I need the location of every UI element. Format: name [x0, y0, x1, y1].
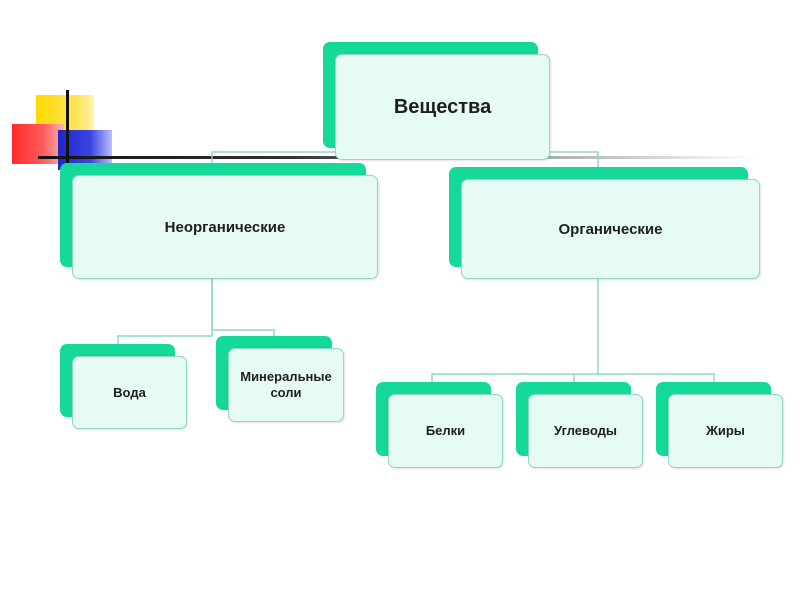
node-box: Жиры [668, 394, 783, 468]
node-label: Белки [425, 423, 466, 438]
node-water: Вода [60, 344, 187, 429]
node-box: Вещества [335, 54, 550, 160]
node-box: Вода [72, 356, 187, 429]
node-label: Органические [558, 220, 663, 238]
node-label: Вещества [393, 95, 492, 118]
node-box: Углеводы [528, 394, 643, 468]
node-box: Органические [461, 179, 760, 279]
connector-inorganic-water [117, 279, 213, 344]
connector-root-inorganic [211, 151, 340, 163]
node-label: Жиры [706, 423, 745, 438]
node-label: Неорганические [164, 218, 286, 236]
node-mineral-salts: Минеральные соли [216, 336, 344, 422]
node-label: Минеральные соли [240, 369, 332, 400]
node-proteins: Белки [376, 382, 503, 468]
node-box: Неорганические [72, 175, 378, 279]
connector-organic-proteins [431, 373, 715, 382]
node-box: Белки [388, 394, 503, 468]
node-label: Вода [113, 384, 146, 400]
node-organic: Органические [449, 167, 760, 279]
node-box: Минеральные соли [228, 348, 344, 422]
node-inorganic: Неорганические [60, 163, 378, 279]
connector-root-organic [540, 151, 599, 167]
connector-inorganic-salts [211, 279, 275, 336]
node-fats: Жиры [656, 382, 783, 468]
node-label: Углеводы [554, 423, 617, 438]
node-carbohydrates: Углеводы [516, 382, 643, 468]
decor-vertical-line [66, 90, 69, 174]
node-substances: Вещества [323, 42, 550, 160]
